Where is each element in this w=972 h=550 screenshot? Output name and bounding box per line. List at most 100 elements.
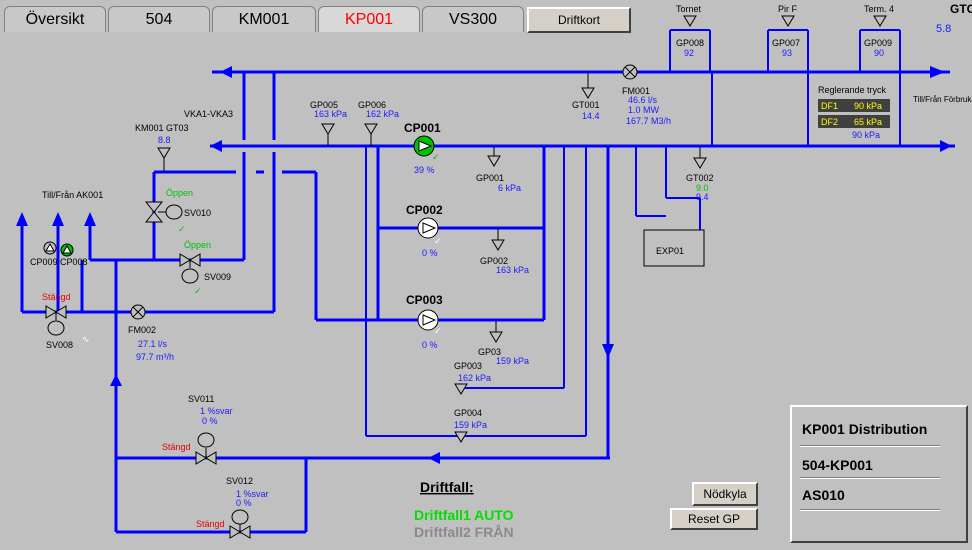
gp03-id: GP03 <box>478 347 501 357</box>
cp002-label: CP002 <box>406 203 443 217</box>
tab-oversikt[interactable]: Översikt <box>4 6 106 32</box>
sv010-actuator[interactable] <box>165 204 183 220</box>
sensor-id-gp009: GP009 <box>864 38 892 48</box>
gp001-value: 6 kPa <box>498 183 521 193</box>
arrow-up-icon <box>84 212 96 226</box>
sv010-status: Öppen <box>166 188 193 198</box>
temp-sensor-icon <box>581 87 595 99</box>
gp002-value: 163 kPa <box>496 265 529 275</box>
fm002-flow: 27.1 l/s <box>138 339 168 349</box>
manual-icon: ∿ <box>82 334 90 344</box>
cp002-value: 0 % <box>422 248 438 258</box>
arrow-up-icon <box>52 212 64 226</box>
cp001-label: CP001 <box>404 121 441 135</box>
sv009-actuator[interactable] <box>181 268 199 284</box>
sensor-value-gp007: 93 <box>782 48 792 58</box>
tab-vs300[interactable]: VS300 <box>422 6 524 32</box>
sv011-status: Stängd <box>162 442 191 452</box>
arrow-right-icon <box>930 66 945 78</box>
sv011-svar: 1 %svar <box>200 406 233 416</box>
fm002-id: FM002 <box>128 325 156 335</box>
till-fran-ak-label: Till/Från AK001 <box>42 190 103 200</box>
valve-icon <box>179 253 191 267</box>
check-icon: ✓ <box>432 152 440 162</box>
sensor-id-gp007: GP007 <box>772 38 800 48</box>
vka-label: VKA1-VKA3 <box>184 109 233 119</box>
pressure-sensor-icon <box>454 383 468 395</box>
df1-label: DF1 <box>821 101 838 111</box>
check-icon: ✓ <box>178 224 186 234</box>
pressure-sensor-icon <box>781 15 795 27</box>
sv011-id: SV011 <box>188 394 214 404</box>
pressure-sensor-icon <box>489 331 503 343</box>
exp01-label: EXP01 <box>656 246 684 256</box>
sv011-actuator[interactable] <box>197 432 215 448</box>
valve-icon <box>195 451 207 465</box>
valve-icon <box>45 305 57 319</box>
gp006-id: GP006 <box>358 100 386 110</box>
fm002-volume: 97.7 m³/h <box>136 352 174 362</box>
tab-kp001[interactable]: KP001 <box>318 6 420 32</box>
temp-sensor-icon <box>693 157 707 169</box>
driftfall-line2: Driftfall2 FRÅN <box>414 524 514 540</box>
sv012-status: Stängd <box>196 519 225 529</box>
pressure-sensor-icon <box>321 123 335 135</box>
gtc-label: GTC <box>950 2 972 16</box>
nodkyla-button[interactable]: Nödkyla <box>692 482 758 506</box>
valve-icon <box>229 525 241 539</box>
sensor-value-gp009: 90 <box>874 48 884 58</box>
df2-value: 65 kPa <box>854 117 882 127</box>
arrow-left-icon <box>220 66 232 78</box>
check-icon: ✓ <box>434 326 442 336</box>
exp01-tank[interactable] <box>643 229 705 267</box>
reset-gp-button[interactable]: Reset GP <box>670 508 758 530</box>
sv008-actuator[interactable] <box>47 320 65 336</box>
cp001-value: 39 % <box>414 165 435 175</box>
sv009-status: Öppen <box>184 240 211 250</box>
sv012-actuator[interactable] <box>231 509 249 525</box>
pressure-sensor-icon <box>364 123 378 135</box>
sv012-id: SV012 <box>226 476 253 486</box>
sv010-id: SV010 <box>184 208 211 218</box>
gtc-value: 5.8 <box>936 23 951 35</box>
driftkort-button[interactable]: Driftkort <box>527 7 631 33</box>
pressure-sensor-icon <box>683 15 697 27</box>
sensor-label-pir-f: Pir F <box>778 4 798 14</box>
sv008-id: SV008 <box>46 340 73 350</box>
gp003-value: 162 kPa <box>458 373 491 383</box>
sv011-value: 0 % <box>202 416 218 426</box>
check-icon: ✓ <box>434 236 442 246</box>
reglerande-title: Reglerande tryck <box>818 85 887 95</box>
gp003-id: GP003 <box>454 361 482 371</box>
cp008-label: CP008 <box>60 257 88 267</box>
sv012-svar: 1 %svar <box>236 489 269 499</box>
sensor-label-tornet: Tornet <box>676 4 702 14</box>
pressure-sensor-icon <box>487 155 501 167</box>
gp005-value: 163 kPa <box>314 109 347 119</box>
cp009-label: CP009 <box>30 257 58 267</box>
pressure-sensor-icon <box>491 239 505 251</box>
km001-gt03-id: KM001 GT03 <box>135 123 189 133</box>
sv008-status: Stängd <box>42 292 71 302</box>
arrow-left-icon <box>210 140 222 152</box>
tab-km001[interactable]: KM001 <box>212 6 316 32</box>
arrow-up-icon <box>110 374 122 386</box>
info-line2: 504-KP001 <box>802 457 873 473</box>
km001-gt03-value: 8.8 <box>158 135 171 145</box>
gt001-value: 14.4 <box>582 111 600 121</box>
driftfall-line1: Driftfall1 AUTO <box>414 507 514 523</box>
arrow-down-icon <box>602 344 614 358</box>
pressure-sensor-icon <box>454 431 468 443</box>
arrow-up-icon <box>16 212 28 226</box>
gp002-id: GP002 <box>480 256 508 266</box>
sensor-label-term4: Term. 4 <box>864 4 894 14</box>
driftfall-title: Driftfall: <box>420 479 474 495</box>
gt002-id: GT002 <box>686 173 714 183</box>
info-line3: AS010 <box>802 487 845 503</box>
tab-504[interactable]: 504 <box>108 6 210 32</box>
gp006-value: 162 kPa <box>366 109 399 119</box>
temp-sensor-icon <box>157 147 171 159</box>
fm001-id: FM001 <box>622 86 650 96</box>
reglerande-extra: 90 kPa <box>852 130 880 140</box>
